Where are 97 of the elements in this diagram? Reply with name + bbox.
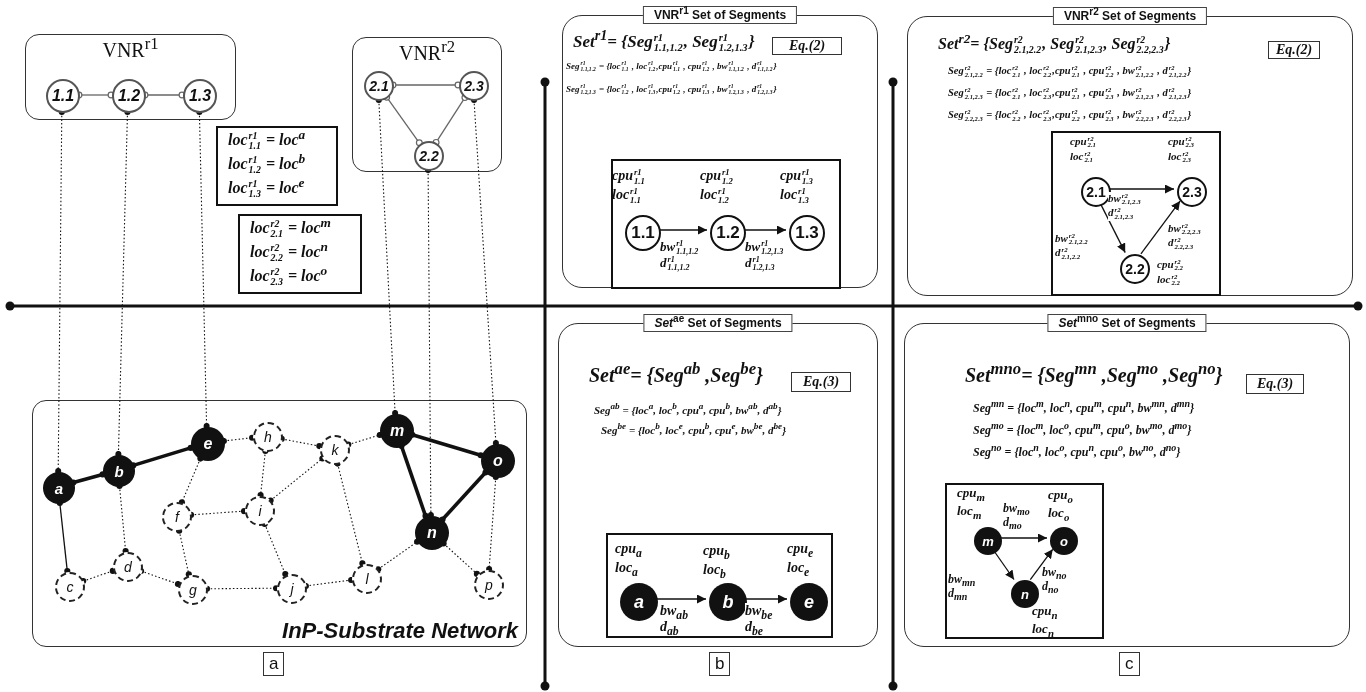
segment-equation: Seg$^{mo}$ = {loc$^{m}$, loc$^{o}$, cpu$^{m}$, cpu$^{o}$, bw$^{mo}$, d$^{mo}$} [973, 424, 1192, 438]
node-circle: 1.3 [183, 79, 217, 113]
edge-label: bw$_{mo}$ d$_{mo}$ [1003, 502, 1030, 530]
dotted-line [80, 567, 116, 585]
segment-equation: Seg$^{no}$ = {loc$^{n}$, loc$^{o}$, cpu$^{n}$, cpu$^{o}$, bw$^{no}$, d$^{no}$} [973, 446, 1181, 460]
node-circle: n [415, 516, 449, 550]
panel-label: b [709, 652, 731, 676]
edge-label: bw$_{no}$ d$_{no}$ [1042, 566, 1067, 594]
dotted-line [375, 538, 421, 573]
equation: loc$^{r1}$$_{1.1}$ = loc$^{a}$ [228, 131, 306, 152]
node-annotation: loc$_{a}$ [615, 559, 638, 576]
dotted-line [267, 455, 326, 504]
thick-link [130, 444, 194, 469]
node-circle: k [320, 435, 350, 465]
node-circle: 1.2 [710, 215, 746, 251]
link-line [432, 94, 469, 146]
node-circle: 2.2 [414, 141, 444, 171]
node-circle: b [103, 455, 135, 487]
set-equation: Set$^{r1}$= {Seg$^{r1}$$_{1.1,1.2}$, Seg$^{r1}$$_{1.2,1.3}$} [573, 32, 755, 54]
node-circle: 1.1 [625, 215, 661, 251]
segment-equation: Seg$^{be}$ = {loc$^{b}$, loc$^{e}$, cpu$^{b}$, cpu$^{e}$, bw$^{be}$, d$^{be}$} [601, 424, 786, 437]
set-equation: Set$^{ae}$= {Seg$^{ab}$ ,Seg$^{be}$} [589, 364, 763, 387]
panel-title: Set$^{mno}$ Set of Segments [1047, 314, 1207, 333]
panel-title: Set$^{ae}$ Set of Segments [643, 314, 793, 333]
panel-title: VNR$^{r1}$ Set of Segments [642, 6, 798, 25]
node-circle: d [113, 552, 143, 582]
node-circle: o [481, 444, 515, 478]
equation-tag: Eq.(3) [791, 372, 851, 392]
node-circle: 1.2 [112, 79, 146, 113]
node-circle: h [253, 422, 283, 452]
panel-label: a [263, 652, 285, 676]
node-annotation: loc$_{e}$ [787, 559, 810, 576]
node-circle: m [380, 414, 414, 448]
node-circle: 2.2 [1120, 254, 1150, 284]
vnr-box [25, 34, 236, 120]
node-annotation: cpu$_{m}$ [957, 486, 985, 501]
node-annotation: cpu$_{b}$ [703, 543, 730, 560]
node-circle: 2.3 [1177, 177, 1207, 207]
segment-equation: Seg$^{r2}$$_{2.1,2.3}$ = {loc$^{r2}$$_{2.1}$ , loc$^{r2}$$_{2.3}$,cpu$^{r2}$$_{2.1}$ , cpu$^{r2}$$_{2.3}$ , bw$^{r2}$$_{2.1,2.3}$ , d$^{r2}$$_{2.1,2.3}$} [948, 87, 1192, 101]
equation-box [238, 214, 362, 294]
equation-tag: Eq.(3) [1246, 374, 1304, 394]
arrow [1140, 200, 1181, 255]
set-equation: Set$^{mno}$= {Seg$^{mn}$ ,Seg$^{mo}$ ,Seg$^{no}$} [965, 364, 1223, 387]
panel-label: c [1119, 652, 1140, 676]
node-annotation: cpu$_{e}$ [787, 541, 814, 558]
segment-equation: Seg$^{r2}$$_{2.1,2.2}$ = {loc$^{r2}$$_{2.1}$ , loc$^{r2}$$_{2.2}$,cpu$^{r2}$$_{2.1}$ , cpu$^{r2}$$_{2.2}$ , bw$^{r2}$$_{2.1,2.2}$ , d$^{r2}$$_{2.1,2.2}$} [948, 65, 1192, 79]
equation: loc$^{r2}$$_{2.2}$ = loc$^{n}$ [250, 243, 329, 264]
network-box [32, 400, 527, 647]
dotted-line [178, 455, 204, 506]
equation-box [216, 126, 338, 206]
node-circle: l [352, 564, 382, 594]
node-annotation: loc$_{b}$ [703, 561, 726, 578]
arrow [1029, 548, 1054, 581]
segment-equation: Seg$^{r2}$$_{2.2,2.3}$ = {loc$^{r2}$$_{2.2}$ , loc$^{r2}$$_{2.3}$,cpu$^{r2}$$_{2.2}$ , cpu$^{r2}$$_{2.3}$ , bw$^{r2}$$_{2.2,2.3}$ , d$^{r2}$$_{2.2,2.3}$} [948, 109, 1192, 123]
node-circle: c [55, 572, 85, 602]
equation-tag: Eq.(2) [772, 37, 842, 55]
panel-title: VNR$^{r2}$ Set of Segments [1052, 7, 1208, 26]
edge-label: bw$_{mn}$ d$_{mn}$ [948, 573, 976, 601]
node-annotation: cpu$_{o}$ [1048, 488, 1073, 503]
node-annotation: loc$_{m}$ [957, 503, 982, 519]
node-circle: a [620, 583, 658, 621]
node-circle: o [1050, 527, 1078, 555]
equation: loc$^{r2}$$_{2.3}$ = loc$^{o}$ [250, 267, 328, 288]
equation: loc$^{r1}$$_{1.2}$ = loc$^{b}$ [228, 155, 306, 176]
node-circle: i [245, 496, 275, 526]
node-circle: p [474, 570, 504, 600]
network-title: InP-Substrate Network [282, 618, 518, 644]
node-circle: 2.3 [459, 71, 489, 101]
node-circle: 1.1 [46, 79, 80, 113]
segment-equation: Seg$^{r1}$$_{1.2,1.3}$ = {loc$^{r1}$$_{1.2}$ , loc$^{r1}$$_{1.3}$,cpu$^{r1}$$_{1.2}$ , cpu$^{r1}$$_{1.3}$ , bw$^{r1}$$_{1.2,1.3}$ , d$^{r1}$$_{1.2,1.3}$} [566, 84, 777, 96]
equation-tag: Eq.(2) [1268, 41, 1320, 59]
equation: loc$^{r1}$$_{1.3}$ = loc$^{e}$ [228, 179, 305, 200]
node-circle: 2.1 [364, 71, 394, 101]
vnr-box [352, 37, 502, 172]
node-circle: 1.3 [789, 215, 825, 251]
edge-label: bw$_{ab}$ d$_{ab}$ [660, 603, 688, 636]
node-annotation: cpu$_{a}$ [615, 541, 642, 558]
set-equation: Set$^{r2}$= {Seg$^{r2}$$_{2.1,2.2}$, Seg$^{r2}$$_{2.1,2.3}$, Seg$^{r2}$$_{2.2,2.3}$} [938, 35, 1171, 56]
node-circle: a [43, 472, 75, 504]
thick-link [439, 469, 489, 523]
box-title: VNR$^{r1}$ [102, 39, 159, 62]
segment-equation: Seg$^{mn}$ = {loc$^{m}$, loc$^{n}$, cpu$^{m}$, cpu$^{n}$, bw$^{mn}$, d$^{mn}$} [973, 402, 1195, 416]
segment-equation: Seg$^{ab}$ = {loc$^{a}$, loc$^{b}$, cpu$^{a}$, cpu$^{b}$, bw$^{ab}$, d$^{ab}$} [594, 404, 782, 417]
node-circle: f [162, 502, 192, 532]
node-circle: n [1011, 580, 1039, 608]
node-circle: m [974, 527, 1002, 555]
node-circle: j [277, 574, 307, 604]
dotted-line [440, 540, 480, 577]
segment-equation: Seg$^{r1}$$_{1.1,1.2}$ = {loc$^{r1}$$_{1.1}$ , loc$^{r1}$$_{1.2}$,cpu$^{r1}$$_{1.1}$ , cpu$^{r1}$$_{1.2}$ , bw$^{r1}$$_{1.1,1.2}$ , d$^{r1}$$_{1.1,1.2}$} [566, 61, 777, 73]
node-annotation: loc$_{o}$ [1048, 505, 1070, 521]
node-circle: e [191, 427, 225, 461]
equation: loc$^{r2}$$_{2.1}$ = loc$^{m}$ [250, 219, 331, 240]
node-annotation: loc$_{n}$ [1032, 621, 1054, 637]
box-title: VNR$^{r2}$ [398, 42, 456, 65]
node-circle: g [178, 575, 208, 605]
node-circle: e [790, 583, 828, 621]
edge-label: bw$_{be}$ d$_{be}$ [745, 603, 773, 636]
